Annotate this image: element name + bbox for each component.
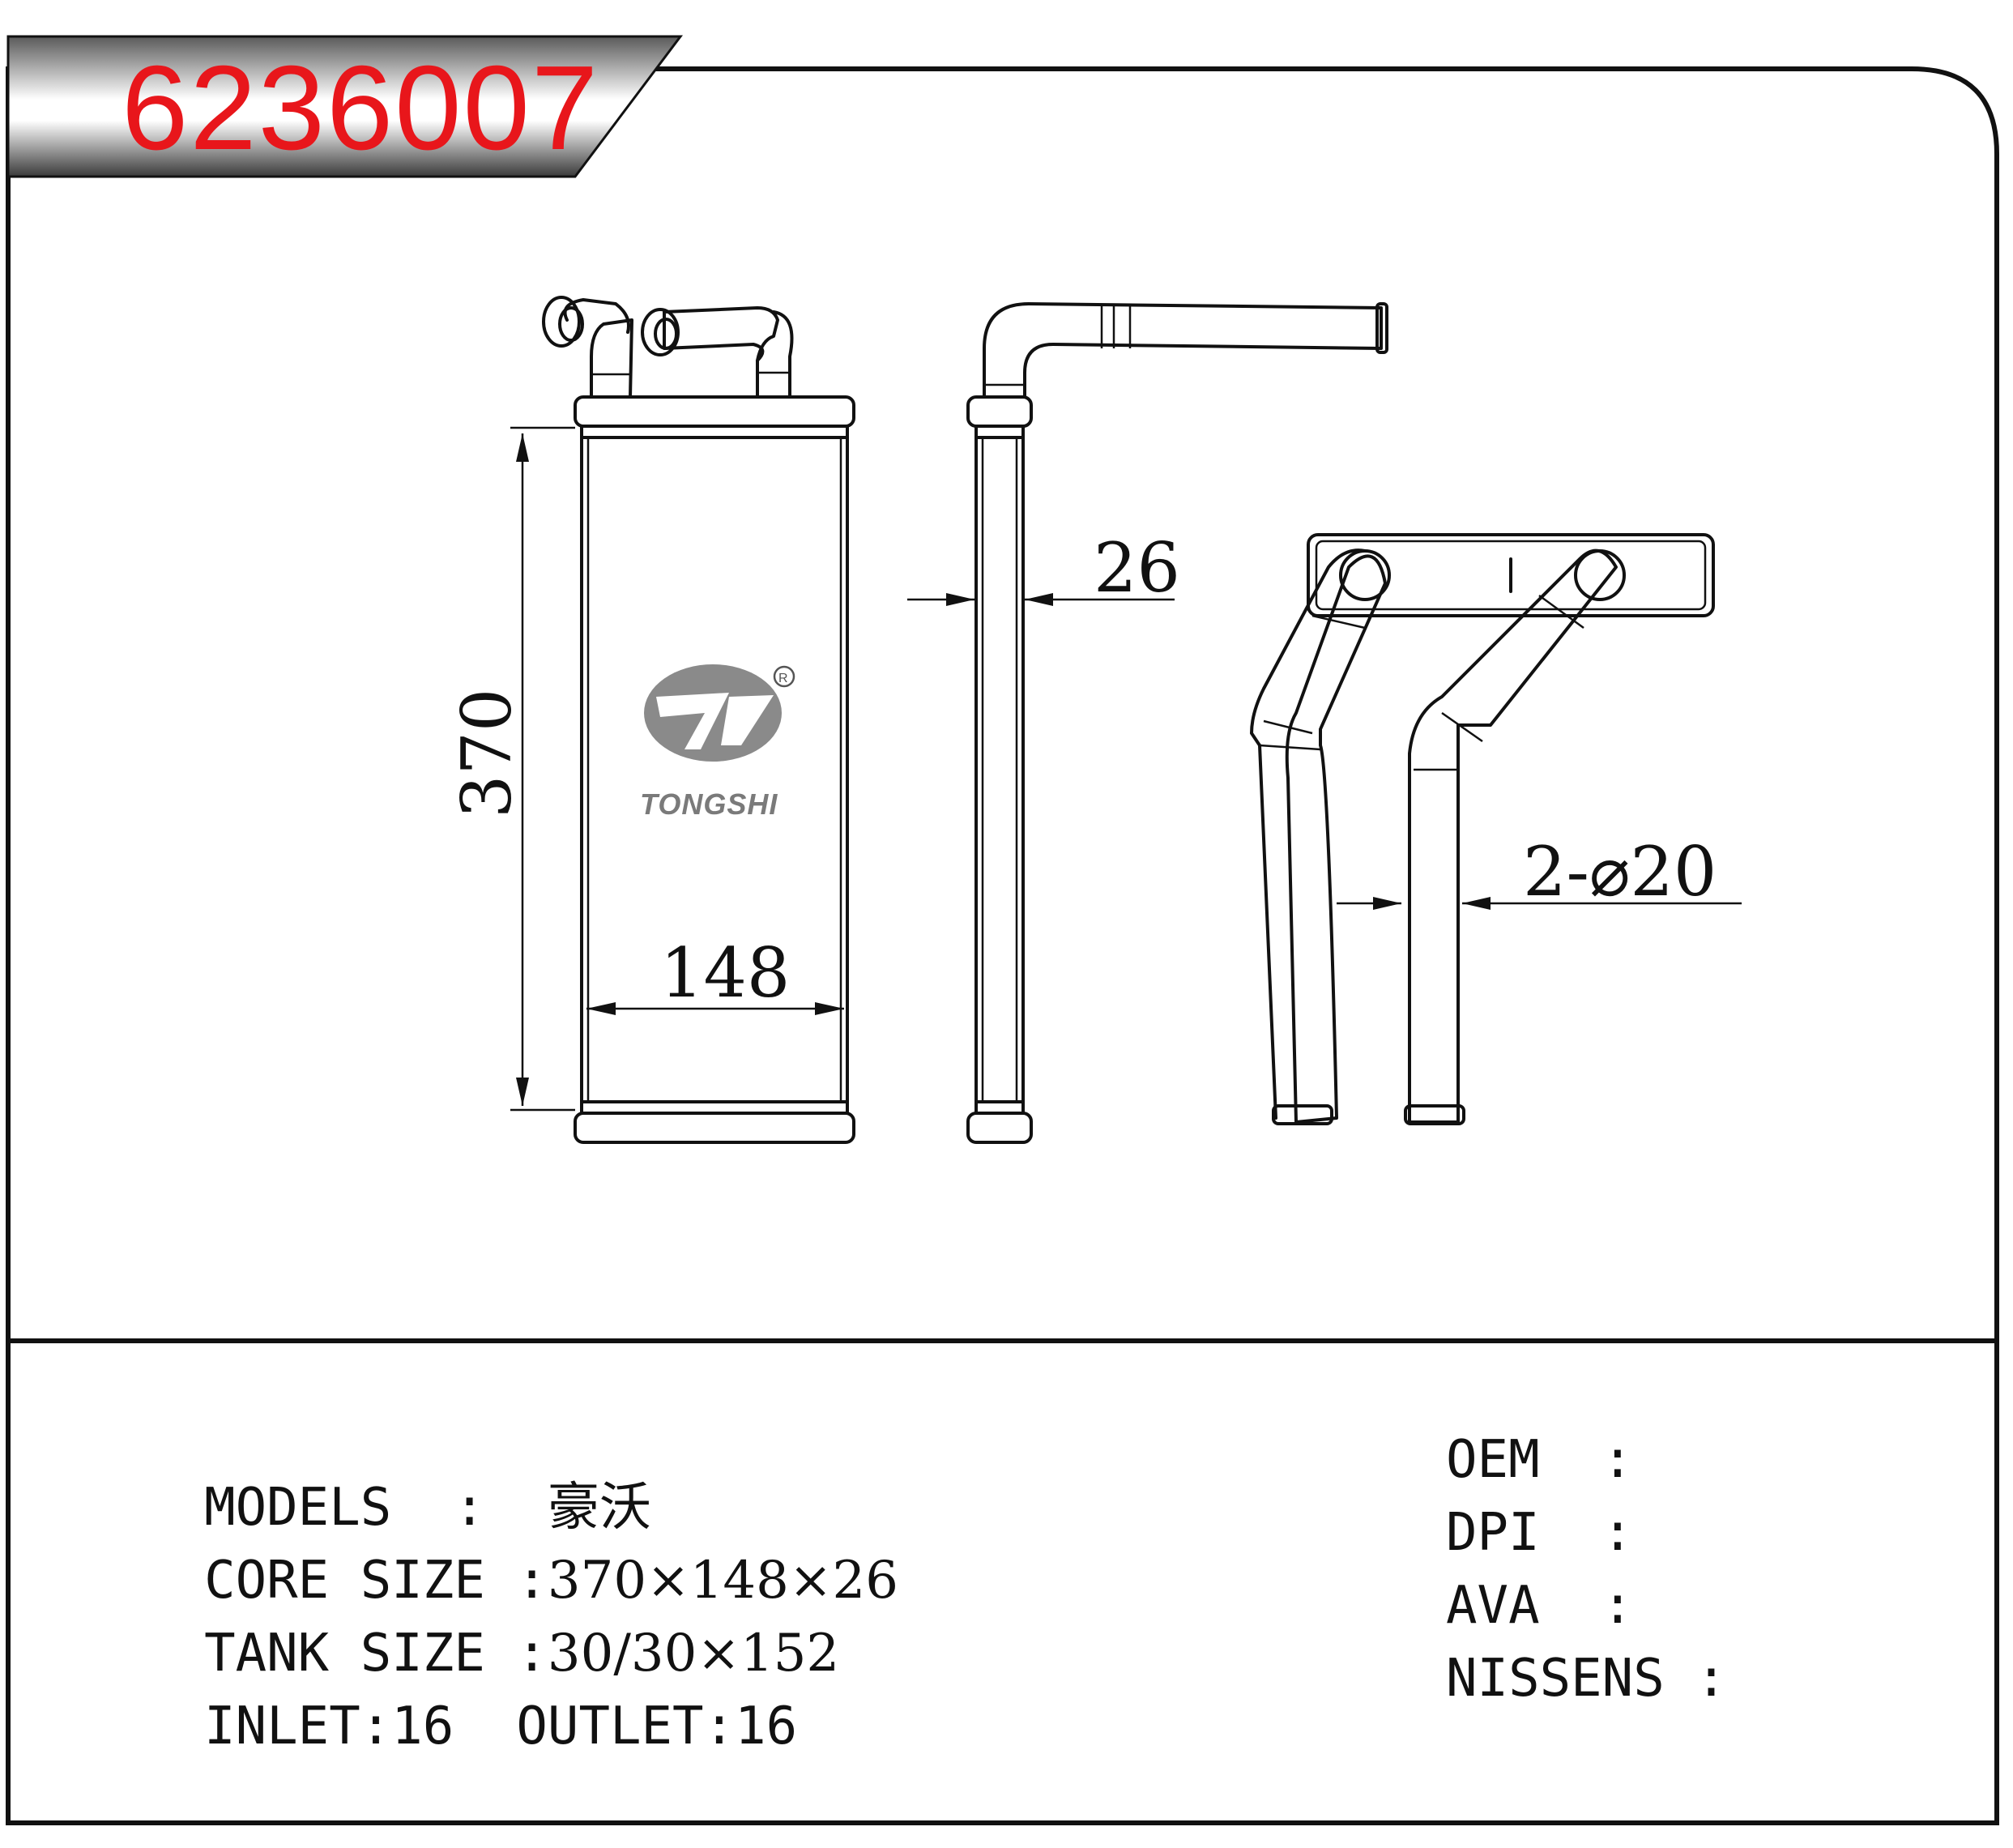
spec-tank-size: TANK SIZE :30/30×152 [142, 1576, 839, 1679]
spec-oem: OEM : [1446, 1430, 1634, 1490]
dim-height-label: 370 [447, 689, 527, 818]
dim-width-label: 148 [660, 933, 790, 1013]
spec-models: MODELS : 豪沃 [142, 1430, 651, 1534]
dim-pipes [1337, 897, 1742, 910]
spec-models-value: 豪沃 [547, 1478, 651, 1538]
dim-pipes-label: 2-⌀20 [1523, 832, 1717, 911]
spec-tank-size-label: TANK SIZE : [204, 1624, 548, 1684]
spec-inlet-outlet: INLET:16 OUTLET:16 [142, 1649, 797, 1752]
registered-mark: R [778, 672, 788, 685]
dim-height [510, 426, 575, 1112]
title-banner [6, 35, 684, 178]
spec-ava: AVA : [1446, 1576, 1634, 1636]
spec-nissens: NISSENS : [1446, 1649, 1727, 1709]
brand-name: TONGSHI [640, 787, 778, 821]
dim-depth-label: 26 [1094, 528, 1180, 608]
side-view [966, 302, 1388, 1144]
dim-width [586, 1002, 844, 1015]
spec-core-size-value: 370×148×26 [547, 1551, 898, 1611]
spec-models-label: MODELS : [204, 1478, 548, 1538]
spec-core-size: CORE SIZE :370×148×26 [142, 1503, 898, 1607]
sheet-frame [6, 66, 1999, 1825]
spec-inlet-outlet-label: INLET:16 OUTLET:16 [204, 1696, 798, 1756]
brand-logo [644, 664, 795, 762]
dim-depth [907, 593, 1175, 606]
part-number: 6236007 [122, 41, 600, 175]
spec-tank-size-value: 30/30×152 [547, 1624, 840, 1684]
spec-core-size-label: CORE SIZE : [204, 1551, 548, 1611]
top-view [1250, 533, 1715, 1125]
spec-dpi: DPI : [1446, 1503, 1634, 1563]
front-view [542, 296, 855, 1144]
